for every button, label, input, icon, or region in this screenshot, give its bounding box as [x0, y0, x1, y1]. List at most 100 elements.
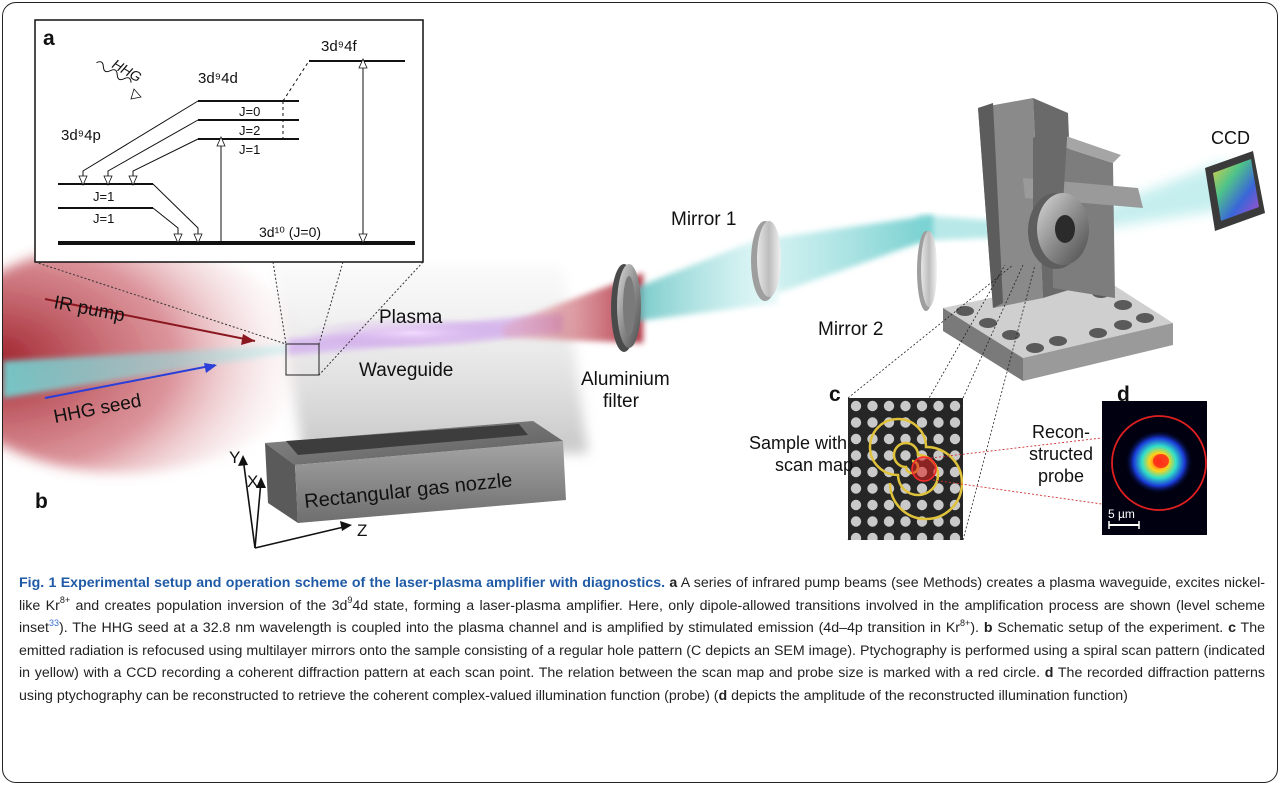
caption-d-letter-2: d — [718, 687, 728, 704]
caption-a-text-4: ). The HHG seed at a 32.8 nm wavelength … — [58, 620, 961, 637]
sample-hole — [933, 433, 944, 445]
sample-hole — [867, 499, 878, 511]
caption-d-letter: d — [1044, 665, 1054, 682]
level-scheme-inset: a — [34, 19, 424, 376]
ground-label: 3d¹⁰ (J=0) — [259, 224, 321, 240]
sample-hole — [900, 466, 911, 478]
panel-d-letter: d — [1117, 383, 1130, 406]
sample-hole — [949, 516, 961, 527]
figure-caption: Fig. 1 Experimental setup and operation … — [19, 572, 1265, 708]
sample-hole — [949, 532, 961, 540]
sample-hole — [900, 516, 911, 527]
j1-a-label: J=1 — [93, 189, 114, 204]
sample-hole — [883, 516, 895, 527]
ir-pump-arrowhead — [241, 334, 255, 345]
sample-hole — [867, 516, 878, 527]
level-4d-label: 3d⁹4d — [198, 70, 238, 87]
sample-hole — [949, 417, 961, 428]
axis-y-label: Y — [229, 448, 240, 467]
caption-fig-number: Fig. 1 — [19, 575, 57, 591]
plasma-fog — [273, 265, 588, 453]
sample-hole — [850, 516, 862, 527]
sample-hole — [916, 417, 928, 428]
level-4f-label: 3d⁹4f — [321, 38, 357, 55]
caption-sup-9: 9 — [347, 595, 353, 606]
sample-hole — [850, 417, 862, 428]
axis-x-label: X — [247, 472, 258, 491]
caption-b-letter: b — [983, 620, 993, 637]
probe-size-marker — [911, 456, 937, 482]
sample-hole — [949, 466, 961, 478]
mirror-2 — [917, 231, 937, 311]
mirror-1 — [751, 221, 781, 301]
sample-hole — [933, 532, 944, 540]
mirror-2-label: Mirror 2 — [818, 319, 883, 340]
sample-hole — [900, 400, 911, 412]
plasma-label: Plasma — [379, 307, 443, 328]
setup-scene: IR pump HHG seed Plasma Waveguide Rectan… — [3, 98, 1265, 549]
sample-hole — [850, 433, 862, 445]
sample-hole — [933, 417, 944, 428]
waveguide-label: Waveguide — [359, 360, 453, 381]
caption-sup-kr: 8+ — [59, 595, 71, 606]
hhg-seed-arrowhead — [204, 363, 217, 373]
sample-hole — [850, 483, 862, 494]
sample-hole — [883, 532, 895, 540]
sample-hole — [933, 400, 944, 412]
caption-a-text-3: 4d state, forming a laser-plasma amplifi… — [19, 597, 1265, 637]
sample-hole — [949, 483, 961, 494]
sample-hole — [883, 450, 895, 461]
caption-c-text: The emitted radiation is refocused using… — [19, 620, 1265, 682]
sample-hole — [933, 499, 944, 511]
sample-hole — [850, 532, 862, 540]
sample-hole — [867, 466, 878, 478]
ir-pump-arrow — [44, 298, 256, 342]
j1-b-label: J=1 — [93, 211, 114, 226]
sample-hole — [916, 400, 928, 412]
gas-nozzle: Rectangular gas nozzle — [265, 421, 566, 523]
axis-z-label: Z — [357, 521, 367, 540]
caption-a-letter: a — [669, 575, 678, 591]
probe-circle — [1111, 415, 1207, 511]
sample-hole — [867, 532, 878, 540]
spiral-scan — [868, 417, 963, 521]
caption-c-letter: c — [1228, 620, 1236, 637]
sample-hole — [867, 400, 878, 412]
level-4p-label: 3d⁹4p — [61, 127, 101, 144]
sample-hole — [850, 466, 862, 478]
scale-bar-label: 5 µm — [1108, 507, 1135, 521]
hhg-seed-arrow — [44, 364, 216, 399]
figure-illustration: IR pump HHG seed Plasma Waveguide Rectan… — [3, 19, 1265, 549]
caption-citation[interactable]: 33 — [48, 617, 59, 628]
mirror-1-label: Mirror 1 — [671, 209, 736, 230]
sample-hole — [883, 499, 895, 511]
sample-hole — [883, 400, 895, 412]
j1-upper-label: J=1 — [239, 142, 260, 157]
hhg-seed-beam — [3, 345, 288, 398]
zoom-box — [285, 343, 320, 376]
sample-hole — [916, 499, 928, 511]
hhg-photon-icon — [96, 61, 132, 83]
ccd-detector — [1205, 151, 1265, 231]
caption-a-text-2: and creates population inversion of the … — [75, 597, 348, 614]
euv-beam-2 — [773, 215, 933, 293]
caption-a-text-5: ). — [970, 620, 979, 637]
sample-hole — [867, 483, 878, 494]
sample-hole — [850, 499, 862, 511]
sample-hole — [850, 450, 862, 461]
sample-hole — [933, 450, 944, 461]
euv-beam-1 — [623, 233, 778, 323]
axes — [242, 457, 349, 549]
j2-label: J=2 — [239, 123, 260, 138]
plasma-hotspot — [303, 317, 523, 349]
aluminium-filter — [611, 264, 641, 352]
sample-hole — [949, 433, 961, 445]
caption-d-text-2: depicts the amplitude of the reconstruct… — [731, 687, 1128, 704]
ir-output-cone — [503, 273, 643, 343]
sample-hole — [850, 400, 862, 412]
sample-hole — [916, 483, 928, 494]
